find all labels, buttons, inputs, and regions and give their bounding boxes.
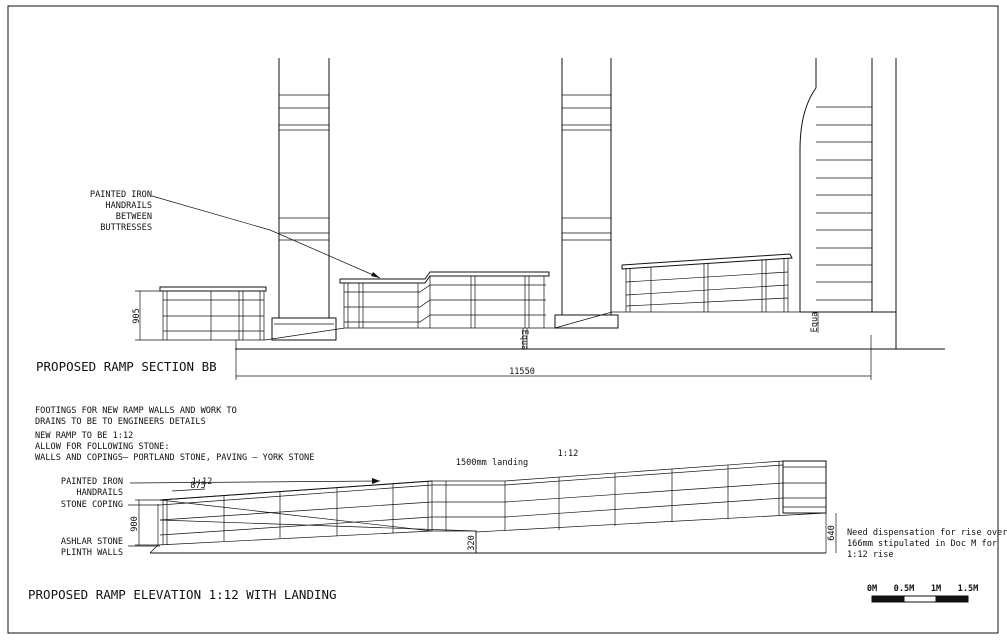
equal-mark-2: Equa bbox=[810, 312, 820, 333]
ramp-elevation bbox=[128, 460, 837, 554]
dim-875-label: 875 bbox=[190, 481, 206, 491]
note-line-2: DRAINS TO BE TO ENGINEERS DETAILS bbox=[35, 417, 206, 427]
section-title: PROPOSED RAMP SECTION BB bbox=[36, 359, 217, 374]
label-handrails-1: PAINTED IRON bbox=[61, 477, 123, 487]
dispensation-note-2: 166mm stipulated in Doc M for bbox=[847, 539, 997, 549]
label-handrails-2: HANDRAILS bbox=[76, 488, 123, 498]
label-coping: STONE COPING bbox=[61, 500, 123, 510]
dim-320-label: 320 bbox=[467, 535, 477, 551]
note-line-5: WALLS AND COPINGS— PORTLAND STONE, PAVIN… bbox=[35, 453, 314, 463]
section-bb bbox=[135, 58, 945, 380]
section-callout-line-3: BETWEEN bbox=[116, 212, 152, 222]
label-plinth-1: ASHLAR STONE bbox=[61, 537, 123, 547]
label-plinth-2: PLINTH WALLS bbox=[61, 548, 123, 558]
elevation-title: PROPOSED RAMP ELEVATION 1:12 WITH LANDIN… bbox=[28, 587, 337, 602]
landing-label: 1500mm landing bbox=[456, 458, 528, 468]
elevation-posts-left bbox=[162, 481, 433, 545]
note-line-1: FOOTINGS FOR NEW RAMP WALLS AND WORK TO bbox=[35, 406, 237, 416]
note-line-4: ALLOW FOR FOLLOWING STONE: bbox=[35, 442, 170, 452]
section-ramp-floor bbox=[160, 311, 810, 341]
callout-arrowhead bbox=[371, 272, 380, 278]
scale-label-3: 1.5M bbox=[958, 584, 979, 594]
dim-640-label: 640 bbox=[827, 525, 837, 541]
slope-label-right: 1:12 bbox=[558, 449, 579, 459]
dim-905-label: 905 bbox=[132, 308, 142, 324]
section-callout-line-2: HANDRAILS bbox=[105, 201, 152, 211]
callout-leader bbox=[151, 195, 381, 279]
section-callout-line-4: BUTTRESSES bbox=[100, 223, 152, 233]
section-handrail-2 bbox=[339, 271, 550, 328]
building-wall bbox=[799, 58, 897, 349]
section-callout-line-1: PAINTED IRON bbox=[90, 190, 152, 200]
equal-mark-1: Equa bbox=[519, 330, 529, 351]
scale-label-2: 1M bbox=[931, 584, 941, 594]
scale-label-0: 0M bbox=[867, 584, 877, 594]
dim-11550-label: 11550 bbox=[509, 367, 535, 377]
dispensation-note-1: Need dispensation for rise over bbox=[847, 528, 1007, 538]
elevation-posts-right bbox=[445, 461, 780, 531]
column-2 bbox=[554, 58, 619, 329]
note-line-3: NEW RAMP TO BE 1:12 bbox=[35, 431, 133, 441]
sheet-border bbox=[7, 5, 999, 634]
scale-bar bbox=[871, 595, 969, 603]
slope-label-left: 1:12 bbox=[192, 477, 213, 487]
column-1 bbox=[271, 58, 337, 341]
section-handrail-1 bbox=[159, 286, 267, 340]
dim-900-label: 900 bbox=[130, 516, 140, 532]
section-handrail-3 bbox=[621, 253, 793, 312]
dispensation-note-3: 1:12 rise bbox=[847, 550, 894, 560]
scale-label-1: 0.5M bbox=[894, 584, 915, 594]
elevation-end-pier bbox=[782, 460, 827, 514]
